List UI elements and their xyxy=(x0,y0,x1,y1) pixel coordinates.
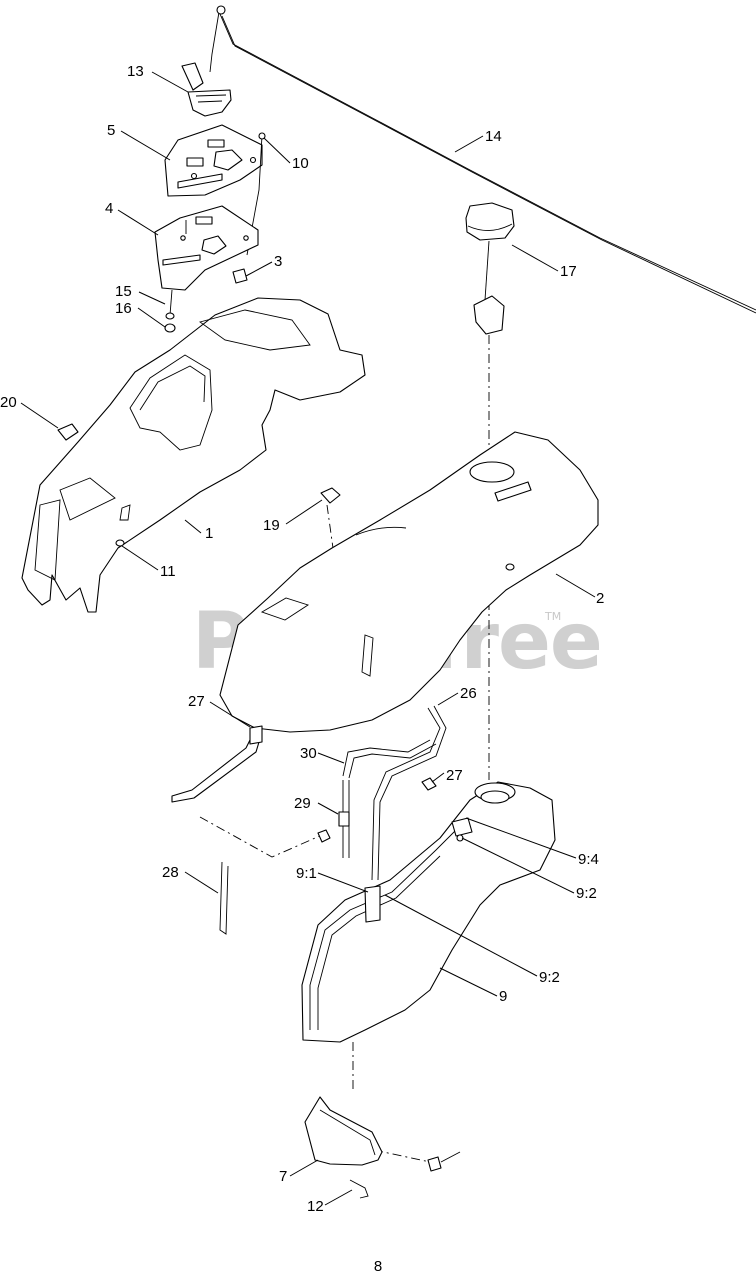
callout-5: 5 xyxy=(107,122,115,139)
callout-2: 2 xyxy=(596,590,604,607)
part-19-plug xyxy=(320,487,341,504)
part-14-control-rod xyxy=(209,5,756,314)
callout-9-1: 9:1 xyxy=(296,865,317,882)
callout-leader-lines xyxy=(20,71,596,1206)
callout-29: 29 xyxy=(294,795,311,812)
callout-13: 13 xyxy=(127,63,144,80)
callout-30: 30 xyxy=(300,745,317,762)
part-28-cable-tie xyxy=(219,861,229,935)
callout-27-right: 27 xyxy=(446,767,463,784)
callout-9-2-lower: 9:2 xyxy=(539,969,560,986)
callout-9: 9 xyxy=(499,988,507,1005)
part-29-fitting xyxy=(338,811,350,827)
part-30-vent-hose xyxy=(342,739,437,858)
part-1-console-hood xyxy=(21,297,366,613)
callout-4: 4 xyxy=(105,200,113,217)
callout-28: 28 xyxy=(162,864,179,881)
callout-12: 12 xyxy=(307,1198,324,1215)
callout-10: 10 xyxy=(292,155,309,172)
part-5-control-plate xyxy=(164,124,263,197)
part-15-16-washer-nut xyxy=(164,289,176,333)
callout-9-2-upper: 9:2 xyxy=(576,885,597,902)
callout-14: 14 xyxy=(485,128,502,145)
part-13-control-handle xyxy=(181,62,232,117)
part-3-clip xyxy=(232,268,248,284)
callout-20: 20 xyxy=(0,394,17,411)
part-26-fuel-line xyxy=(371,705,447,881)
callout-27-left: 27 xyxy=(188,693,205,710)
callout-7: 7 xyxy=(279,1168,287,1185)
part-2-fender-deck xyxy=(219,431,599,733)
part-27-fitting-right xyxy=(317,777,437,843)
page-number: 8 xyxy=(373,1258,383,1275)
callout-9-4: 9:4 xyxy=(578,851,599,868)
callout-26: 26 xyxy=(460,685,477,702)
callout-11: 11 xyxy=(160,563,176,580)
callout-1: 1 xyxy=(205,525,213,542)
part-12-clip xyxy=(349,1179,369,1199)
part-9-fuel-tank xyxy=(301,781,556,1043)
svg-text:TM: TM xyxy=(544,610,561,623)
callout-17: 17 xyxy=(560,263,577,280)
part-4-mounting-plate xyxy=(154,205,259,291)
callout-15: 15 xyxy=(115,283,132,300)
part-27-bracket-left xyxy=(171,725,263,803)
callout-19: 19 xyxy=(263,517,280,534)
part-20-cap xyxy=(57,423,79,441)
part-7-mounting-bracket xyxy=(304,1096,461,1172)
part-17-fuel-cap xyxy=(465,202,515,335)
callout-3: 3 xyxy=(274,253,282,270)
callout-numbers: 13 5 10 14 4 3 17 15 16 20 1 11 19 2 27 … xyxy=(0,63,604,1215)
callout-16: 16 xyxy=(115,300,132,317)
